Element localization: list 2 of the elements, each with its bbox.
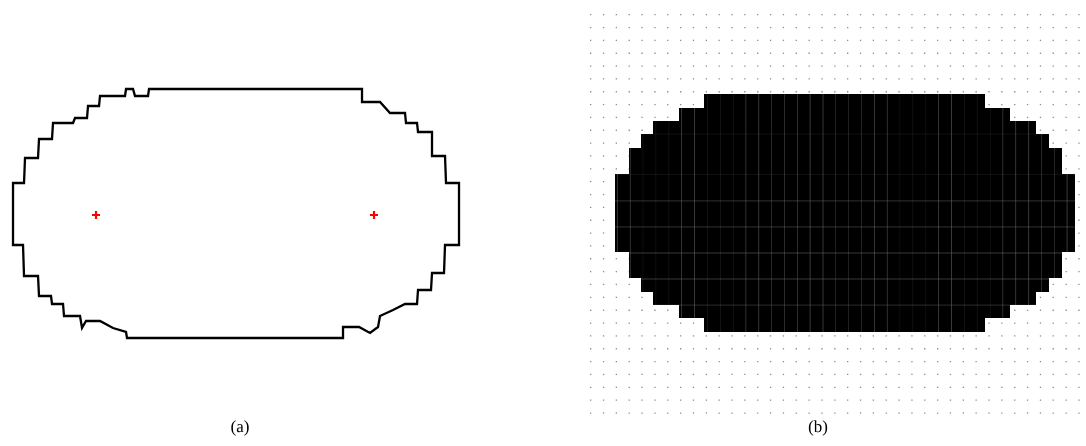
panel-label: (a) xyxy=(231,420,249,436)
panel-label: (b) xyxy=(808,420,828,436)
